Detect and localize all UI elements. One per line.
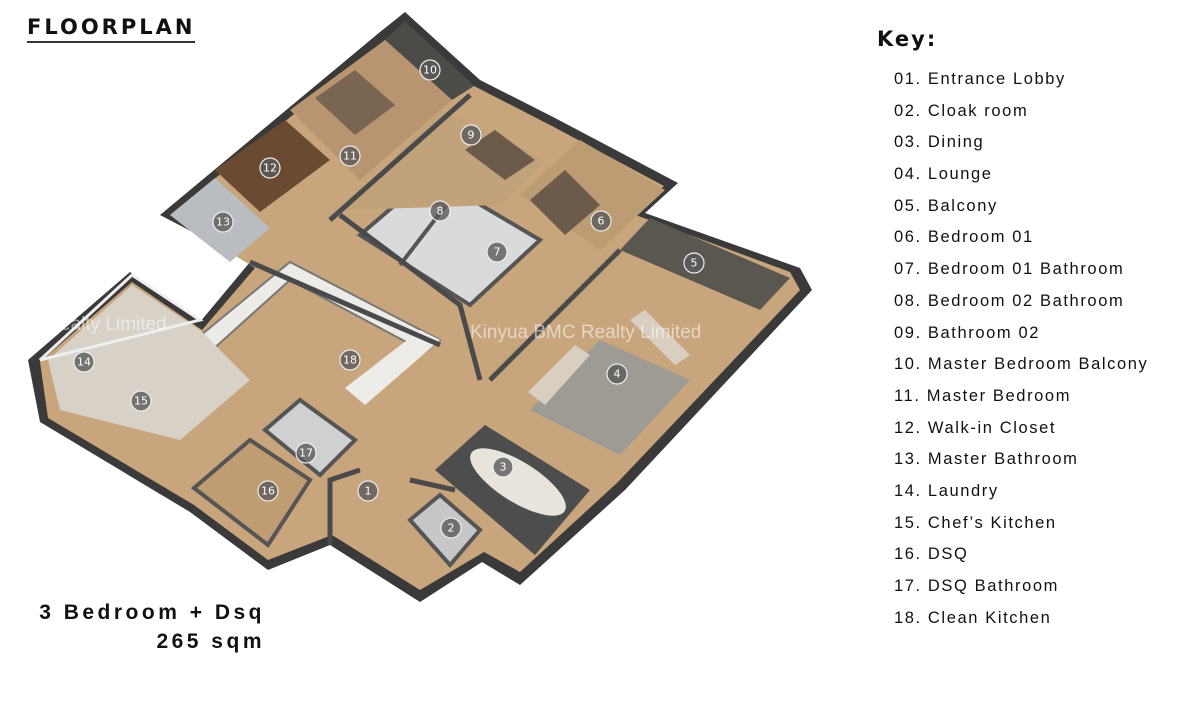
bedroom-02 [345, 110, 545, 210]
room-marker-3: 3 [492, 456, 514, 478]
watermark-partial: ealty Limited [60, 314, 167, 335]
svg-text:7: 7 [494, 246, 501, 259]
room-marker-2: 2 [440, 517, 462, 539]
room-marker-10: 10 [419, 59, 441, 81]
svg-text:6: 6 [598, 215, 605, 228]
interior-walls [248, 93, 622, 545]
key-item: 17. DSQ Bathroom [894, 577, 1059, 595]
room-marker-8: 8 [429, 200, 451, 222]
room-marker-7: 7 [486, 241, 508, 263]
room-marker-6: 6 [590, 210, 612, 232]
key-item: 05. Balcony [894, 196, 998, 215]
svg-text:5: 5 [691, 257, 698, 270]
chefs-kitchen [48, 285, 250, 440]
key-item: 07. Bedroom 01 Bathroom [894, 260, 1125, 279]
room-marker-1: 1 [357, 480, 379, 502]
lounge-rug [530, 340, 690, 455]
room-marker-9: 9 [460, 124, 482, 146]
svg-text:16: 16 [261, 485, 275, 498]
laundry-railing [38, 273, 204, 362]
room-marker-4: 4 [606, 363, 628, 385]
room-marker-18: 18 [339, 349, 361, 371]
balcony [620, 218, 790, 310]
key-item: 09. Bathroom 02 [894, 323, 1040, 342]
svg-text:9: 9 [468, 129, 475, 142]
key-title: Key: [877, 27, 938, 51]
key-item: 15. Chef’s Kitchen [894, 513, 1057, 532]
svg-text:17: 17 [299, 447, 313, 460]
sofa [528, 345, 590, 405]
svg-text:8: 8 [437, 205, 444, 218]
key-item: 11. Master Bedroom [894, 386, 1072, 405]
room-marker-14: 14 [73, 351, 95, 373]
key-item: 16. DSQ [894, 545, 969, 564]
svg-text:14: 14 [77, 356, 91, 369]
key-item: 10. Master Bedroom Balcony [894, 355, 1149, 374]
svg-text:15: 15 [134, 395, 148, 408]
svg-text:1: 1 [365, 485, 372, 498]
room-marker-13: 13 [212, 211, 234, 233]
svg-text:13: 13 [216, 216, 230, 229]
page-title: FLOORPLAN [27, 15, 196, 43]
key-list: 01. Entrance Lobby 02. Cloak room 03. Di… [894, 66, 1148, 636]
key-item: 13. Master Bathroom [894, 450, 1079, 469]
svg-text:18: 18 [343, 354, 357, 367]
key-item: 06. Bedroom 01 [894, 228, 1034, 247]
room-marker-15: 15 [130, 390, 152, 412]
key-item: 03. Dining [894, 133, 985, 152]
svg-text:11: 11 [343, 150, 357, 163]
bed-02 [465, 130, 535, 180]
room-marker-17: 17 [295, 442, 317, 464]
key-item: 14. Laundry [894, 481, 999, 500]
bedroom-01 [520, 140, 665, 250]
room-marker-12: 12 [259, 157, 281, 179]
svg-text:10: 10 [423, 64, 437, 77]
key-item: 08. Bedroom 02 Bathroom [894, 291, 1125, 310]
room-marker-16: 16 [257, 480, 279, 502]
svg-text:3: 3 [500, 461, 507, 474]
sofa-2 [630, 310, 690, 365]
key-item: 18. Clean Kitchen [894, 608, 1052, 627]
key-item: 12. Walk-in Closet [894, 418, 1057, 437]
bed [315, 70, 395, 135]
svg-text:4: 4 [614, 368, 621, 381]
svg-text:2: 2 [448, 522, 455, 535]
unit-type: 3 Bedroom + Dsq [39, 601, 265, 624]
watermark: Kinyua BMC Realty Limited [470, 322, 701, 343]
key-item: 01. Entrance Lobby [894, 70, 1066, 88]
room-marker-5: 5 [683, 252, 705, 274]
dsq [190, 437, 313, 548]
unit-area: 265 sqm [156, 630, 265, 653]
room-marker-11: 11 [339, 145, 361, 167]
kitchen-island [345, 330, 440, 405]
key-item: 04. Lounge [894, 165, 993, 184]
bed-01 [530, 170, 600, 235]
svg-text:12: 12 [263, 162, 277, 175]
unit-summary: 3 Bedroom + Dsq 265 sqm [20, 598, 265, 656]
key-item: 02. Cloak room [894, 101, 1029, 120]
